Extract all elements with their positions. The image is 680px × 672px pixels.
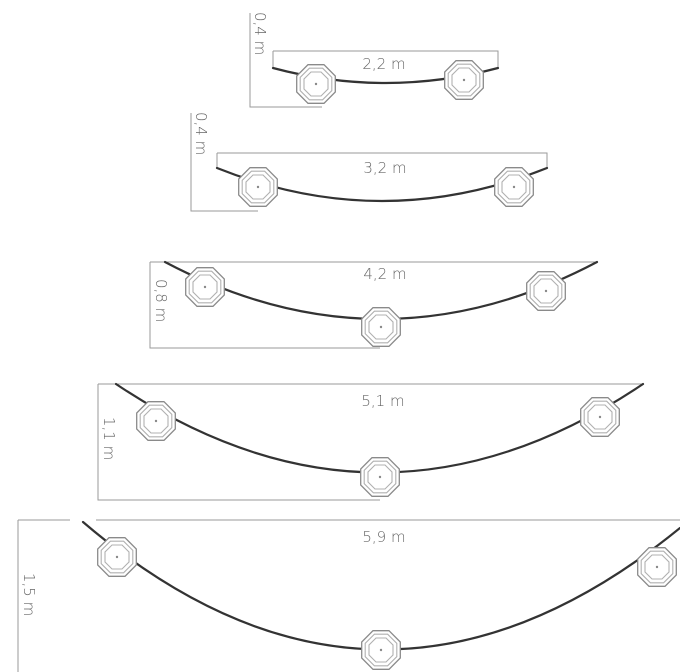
config-5: 5,9 m 1,5 m [17,519,680,672]
lamp-icon [526,271,566,311]
lamp-icon [238,167,278,207]
sag-dimension-line-2 [190,113,258,212]
config-2: 3,2 m 0,4 m [190,112,549,212]
config-4: 5,1 m 1,1 m [97,382,645,501]
lamp-icon [580,397,620,437]
sag-dimension-line-3 [149,262,380,349]
lamp-icon [361,630,401,670]
lamp-icon [136,401,176,441]
sag-label-5: 1,5 m [20,573,38,616]
sag-label-3: 0,8 m [152,279,170,322]
width-label-5: 5,9 m [362,528,405,546]
lamp-icon [444,60,484,100]
sag-label-2: 0,4 m [192,112,210,155]
lamp-icon [97,537,137,577]
width-dimension-line-1 [272,50,499,68]
lamp-icon [185,267,225,307]
width-label-4: 5,1 m [361,392,404,410]
sag-dimension-line-4 [97,384,380,501]
width-dimension-line-5 [17,519,680,672]
config-1: 2,2 m 0,4 m [249,12,500,108]
lamp-icon [361,307,401,347]
lamp-icon [637,547,677,587]
sag-label-4: 1,1 m [100,417,118,460]
lamp-icon [360,457,400,497]
width-dimension-line-2 [216,152,548,168]
width-label-2: 3,2 m [363,159,406,177]
lamp-icon [494,167,534,207]
config-3: 4,2 m 0,8 m [149,260,599,349]
width-label-3: 4,2 m [363,265,406,283]
lamp-icon [296,64,336,104]
sag-label-1: 0,4 m [251,12,269,55]
sag-dimension-line-1 [249,13,322,108]
width-label-1: 2,2 m [362,55,405,73]
